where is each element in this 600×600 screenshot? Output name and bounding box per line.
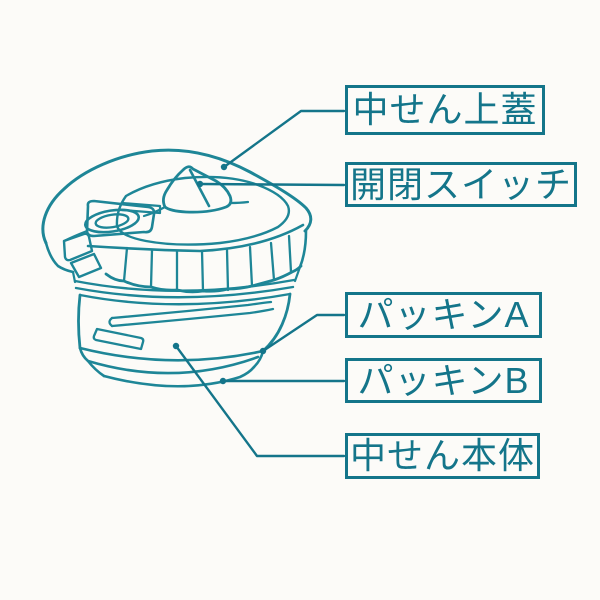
neck-rings-drawing bbox=[71, 265, 302, 306]
label-box-open-close-switch: 開閉スイッチ bbox=[345, 162, 577, 207]
leader-line-open-close-switch bbox=[196, 180, 346, 188]
label-box-packing-b: パッキンB bbox=[345, 358, 542, 403]
stopper-body-drawing bbox=[77, 292, 292, 388]
knurled-grip-ring-drawing bbox=[86, 223, 308, 294]
label-text-stopper-body: 中せん本体 bbox=[349, 435, 535, 476]
label-box-packing-a: パッキンA bbox=[345, 292, 542, 338]
label-text-top-lid: 中せん上蓋 bbox=[352, 89, 538, 130]
label-box-top-lid: 中せん上蓋 bbox=[345, 85, 545, 135]
leader-line-packing-a bbox=[259, 313, 346, 355]
leader-line-packing-b bbox=[219, 377, 346, 385]
label-box-stopper-body: 中せん本体 bbox=[345, 433, 540, 479]
label-text-open-close-switch: 開閉スイッチ bbox=[349, 163, 572, 205]
leader-line-top-lid bbox=[220, 109, 346, 171]
label-text-packing-b: パッキンB bbox=[357, 359, 530, 401]
label-text-packing-a: パッキンA bbox=[357, 294, 530, 335]
leader-line-stopper-body bbox=[172, 342, 346, 458]
spout-hole-drawing bbox=[83, 199, 162, 238]
